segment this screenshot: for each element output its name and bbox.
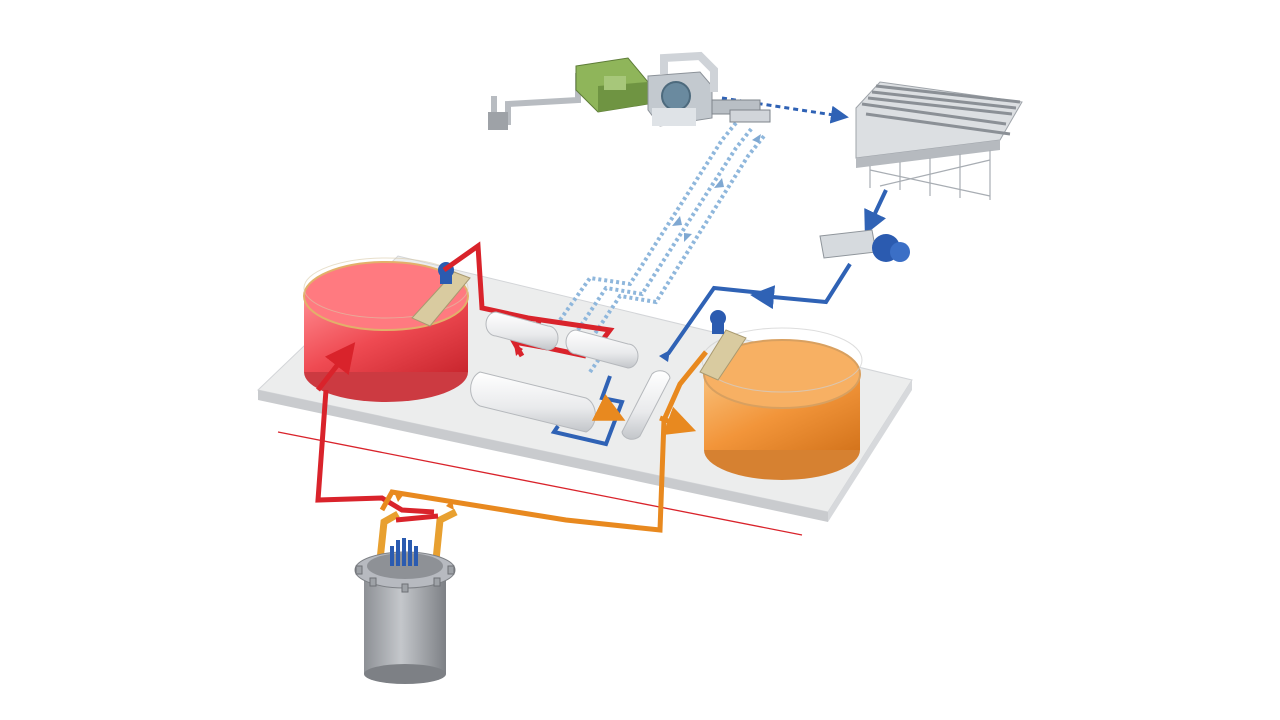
site-boundary-line <box>277 431 803 536</box>
warm-storage-tank <box>699 310 863 480</box>
air-cooled-condenser <box>855 81 1023 200</box>
condensate-line-down <box>864 189 888 235</box>
condensate-pump <box>819 229 910 262</box>
nuclear-reactor <box>354 508 458 684</box>
steam-turbine-generator <box>488 51 771 130</box>
hot-storage-tank <box>303 257 471 402</box>
warm-loop <box>379 350 708 533</box>
warm-loop-arrows <box>394 492 454 510</box>
steam-flow-arrows <box>672 134 761 242</box>
heat-exchanger-1 <box>485 311 559 351</box>
heat-exchanger-2 <box>565 329 639 369</box>
heat-exchanger-4 <box>621 370 671 440</box>
hot-loop-arrow <box>514 344 523 356</box>
cold-return-arrow <box>659 350 670 362</box>
